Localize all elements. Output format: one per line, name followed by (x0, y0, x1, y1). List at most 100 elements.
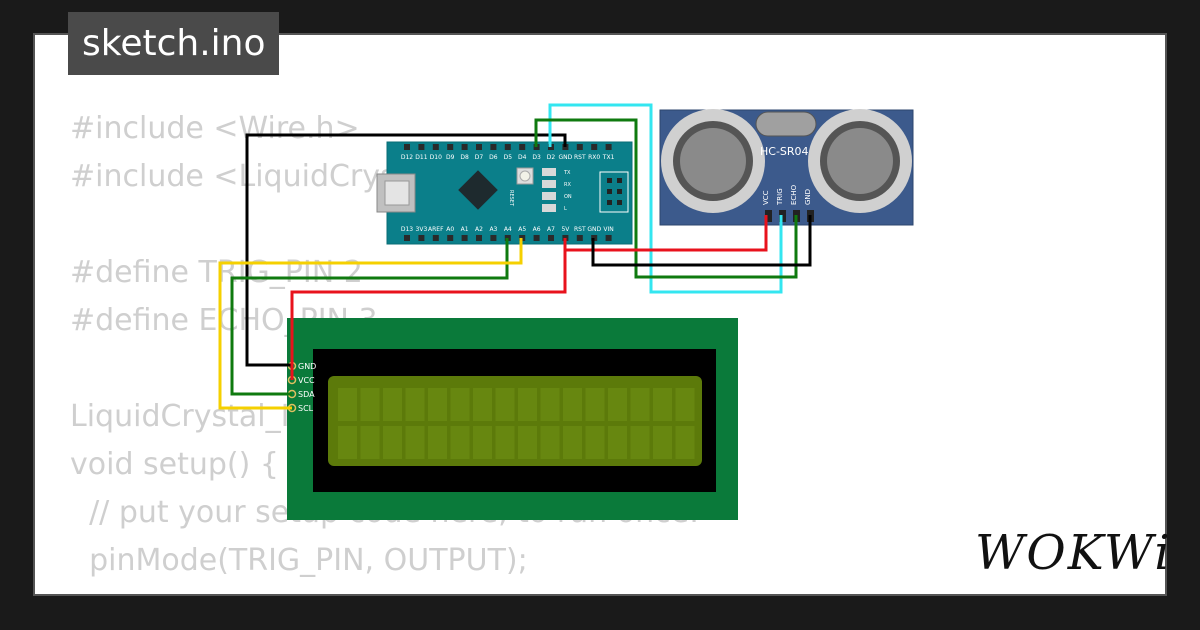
led-label: TX (563, 170, 571, 176)
nano-pin-label: D13 (401, 226, 413, 233)
nano-pin-label: 5V (561, 226, 570, 233)
lcd-char-cell (360, 388, 380, 421)
wokwi-logo: WOKWi (975, 525, 1172, 581)
led-label: RX (564, 182, 571, 188)
lcd-char-cell (383, 388, 402, 421)
lcd-pin-label: SDA (298, 390, 315, 399)
wire-sensor-gnd (591, 215, 812, 267)
nano-pin-bottom[interactable] (476, 235, 482, 241)
sensor-model: HC-SR04 (760, 145, 809, 158)
lcd-char-cell (383, 426, 402, 459)
hc-sr04-sensor[interactable]: HC-SR04 VCC TRIG ECHO GND (659, 109, 914, 226)
nano-pin-label: D8 (460, 154, 469, 161)
nano-pin-bottom[interactable] (533, 235, 540, 241)
nano-pin-top[interactable] (461, 144, 468, 150)
wire-sensor-vcc (565, 215, 768, 252)
sensor-pin-label: GND (804, 189, 812, 205)
nano-pin-label: D3 (532, 154, 541, 161)
nano-pin-top[interactable] (432, 144, 439, 150)
nano-pin-top[interactable] (519, 144, 526, 150)
nano-pin-label: GND (587, 226, 601, 233)
wire-gnd-nano-lcd (245, 133, 567, 367)
lcd-char-cell (630, 426, 650, 459)
nano-pin-label: RST (574, 226, 586, 233)
lcd-char-cell (675, 388, 695, 421)
led-label: ON (564, 194, 572, 200)
code-line: #include <Wire.h> (70, 111, 360, 146)
nano-pin-label: A7 (547, 226, 555, 233)
lcd-pin-label: VCC (298, 376, 315, 385)
code-line: pinMode(ECHO_PIN, INPUT); (70, 585, 699, 594)
nano-pin-top[interactable] (504, 144, 511, 150)
nano-pin-top[interactable] (605, 144, 612, 150)
nano-pin-top[interactable] (576, 144, 583, 150)
nano-pin-bottom[interactable] (548, 235, 554, 241)
nano-pin-label: A4 (504, 226, 512, 233)
file-tab[interactable]: sketch.ino (68, 12, 280, 75)
sensor-pin[interactable] (765, 210, 772, 222)
nano-pin-bottom[interactable] (447, 235, 454, 241)
nano-pin-label: D5 (504, 154, 513, 161)
lcd-char-cell (653, 426, 672, 459)
lcd-char-cell (540, 426, 560, 459)
lcd-char-cell (495, 388, 515, 421)
code-line: void setup() { (70, 447, 279, 482)
usb-connector (376, 173, 416, 213)
lcd-char-cell (563, 388, 582, 421)
nano-pin-bottom[interactable] (461, 235, 468, 241)
icsp-header (599, 171, 629, 213)
lcd-pin-label: SCL (298, 404, 314, 413)
nano-pin-label: A5 (518, 226, 526, 233)
lcd-char-cell (585, 426, 605, 459)
nano-pin-top[interactable] (591, 144, 598, 150)
nano-pin-bottom[interactable] (576, 235, 583, 241)
nano-pin-top[interactable] (418, 144, 425, 150)
nano-pin-top[interactable] (490, 144, 497, 150)
nano-pin-bottom[interactable] (404, 235, 410, 241)
nano-pin-top[interactable] (404, 144, 410, 150)
nano-pin-label: A0 (446, 226, 454, 233)
lcd-char-cell (653, 388, 672, 421)
nano-pin-label: RST (574, 154, 586, 161)
nano-pin-bottom[interactable] (605, 235, 612, 241)
nano-pin-top[interactable] (447, 144, 454, 150)
nano-pin-bottom[interactable] (490, 235, 497, 241)
nano-pin-label: GND (559, 154, 573, 161)
crystal-oscillator (755, 111, 817, 137)
lcd-char-cell (473, 388, 492, 421)
nano-pin-label: VIN (603, 226, 613, 233)
nano-pin-label: A2 (475, 226, 483, 233)
wire-trig (548, 103, 783, 294)
nano-pin-bottom[interactable] (432, 235, 439, 241)
lcd-char-cell (518, 426, 537, 459)
sensor-pin-label: ECHO (790, 184, 798, 205)
nano-pin-label: A6 (533, 226, 541, 233)
reset-label: RESET (508, 190, 514, 207)
lcd-char-cell (473, 426, 492, 459)
nano-pin-label: 3V3 (416, 226, 428, 233)
led-label: L (564, 206, 567, 212)
lcd-char-cell (540, 388, 560, 421)
code-line: pinMode(TRIG_PIN, OUTPUT); (70, 543, 528, 578)
nano-pin-label: D9 (446, 154, 455, 161)
lcd-char-cell (495, 426, 515, 459)
lcd-char-cell (338, 426, 357, 459)
sensor-pin-label: TRIG (776, 188, 784, 206)
lcd-char-cell (428, 388, 447, 421)
sensor-pin-label: VCC (762, 190, 770, 205)
nano-pin-label: D12 (401, 154, 413, 161)
wire-vcc-lcd (290, 238, 567, 380)
nano-pin-label: A3 (489, 226, 497, 233)
nano-pin-top[interactable] (476, 144, 482, 150)
reset-button[interactable] (516, 167, 534, 185)
lcd-char-cell (405, 426, 425, 459)
wire-echo (534, 118, 798, 279)
nano-pin-label: D10 (430, 154, 442, 161)
nano-pin-label: D11 (415, 154, 427, 161)
nano-pin-bottom[interactable] (418, 235, 425, 241)
lcd-char-cell (450, 426, 470, 459)
lcd-char-cell (608, 426, 627, 459)
